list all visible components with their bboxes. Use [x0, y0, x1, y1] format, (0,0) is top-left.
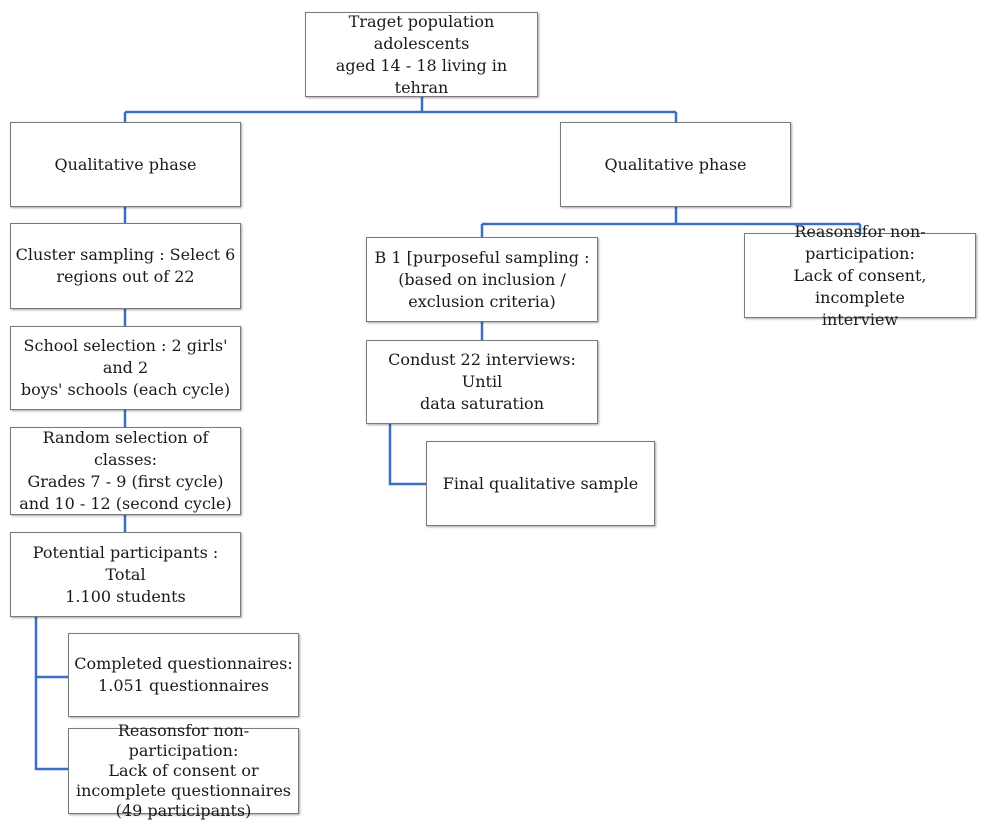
completed-questionnaires-label: Completed questionnaires: 1.051 question… — [74, 654, 293, 695]
reasons-non-participation-left-label: Reasonsfor non-participation: Lack of co… — [76, 721, 291, 820]
purposeful-sampling-box: B 1 [purposeful sampling : (based on inc… — [366, 237, 598, 322]
left-phase-label: Qualitative phase — [54, 154, 197, 174]
reasons-non-participation-right-box: Reasonsfor non-participation: Lack of co… — [744, 222, 976, 329]
interviews-label: Condust 22 interviews: Until data satura… — [388, 350, 576, 413]
final-sample-label: Final qualitative sample — [442, 473, 639, 493]
connector-left-bracket — [34, 617, 68, 771]
school-selection-label: School selection : 2 girls' and 2 boys' … — [20, 336, 231, 399]
random-selection-label: Random selection of classes: Grades 7 - … — [19, 428, 232, 513]
purposeful-sampling-label: B 1 [purposeful sampling : (based on inc… — [374, 247, 590, 311]
final-sample-box: Final qualitative sample — [426, 441, 655, 526]
left-phase-box: Qualitative phase — [10, 122, 241, 207]
cluster-sampling-box: Cluster sampling : Select 6 regions out … — [10, 223, 241, 309]
target-population-label: Traget population adolescents aged 14 - … — [335, 11, 508, 97]
reasons-non-participation-right-label: Reasonsfor non-participation: Lack of co… — [793, 221, 927, 329]
potential-participants-label: Potential participants : Total 1.100 stu… — [32, 542, 219, 606]
cluster-sampling-label: Cluster sampling : Select 6 regions out … — [15, 245, 236, 286]
connector-interviews-bracket — [388, 424, 426, 486]
completed-questionnaires-box: Completed questionnaires: 1.051 question… — [68, 633, 299, 717]
right-phase-box: Qualitative phase — [560, 122, 791, 207]
right-phase-label: Qualitative phase — [604, 154, 747, 174]
reasons-non-participation-left-box: Reasonsfor non-participation: Lack of co… — [68, 721, 299, 820]
random-selection-box: Random selection of classes: Grades 7 - … — [10, 427, 241, 515]
interviews-box: Condust 22 interviews: Until data satura… — [366, 340, 598, 424]
target-population-box: Traget population adolescents aged 14 - … — [305, 12, 538, 97]
school-selection-box: School selection : 2 girls' and 2 boys' … — [10, 326, 241, 410]
potential-participants-box: Potential participants : Total 1.100 stu… — [10, 532, 241, 617]
